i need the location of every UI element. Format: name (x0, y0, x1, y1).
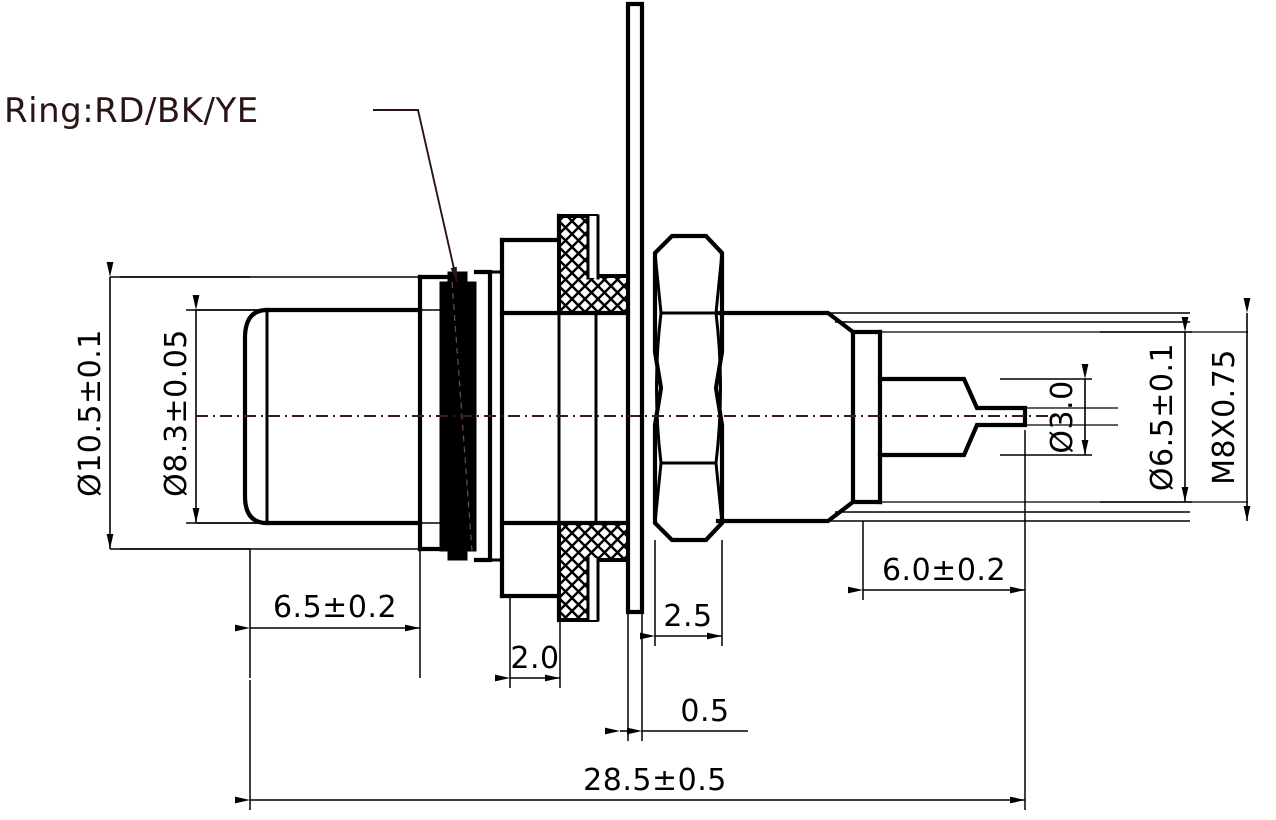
dim-len-6-0-ext (862, 430, 1026, 600)
hex-nut (652, 233, 725, 543)
dim-len-28-5: 28.5±0.5 (235, 600, 1026, 810)
hex-chamfer-tl (653, 251, 663, 315)
hex-chamfer-bl (653, 461, 663, 525)
barrel-bottom-step (499, 593, 562, 623)
dim-len-2-0: 2.0 (495, 596, 561, 688)
dim-len-2-5: 2.5 (640, 540, 723, 646)
dim-label-thread-m8: M8X0.75 (1207, 349, 1242, 485)
hex-waist-right (714, 311, 722, 465)
dim-len-2-0-ext (509, 596, 561, 688)
dim-label-dia-6-5: Ø6.5±0.1 (1145, 343, 1180, 491)
right-pin-assembly (715, 310, 1248, 524)
dim-len-0-5: 0.5 (605, 612, 748, 741)
hex-chamfer-tr (714, 251, 724, 315)
dim-dia-6-5-ext (1100, 331, 1192, 503)
thread-slot-lower (588, 558, 598, 620)
dim-label-dia-10-5: Ø10.5±0.1 (73, 329, 108, 497)
dim-len-0-5-ext (627, 612, 643, 741)
thread-slot-upper (588, 216, 598, 278)
dim-dia-10-5-ext (110, 276, 250, 550)
dim-label-len-2-5: 2.5 (663, 599, 712, 634)
dim-dia-3-0: Ø3.0 (1000, 364, 1092, 456)
dim-label-len-6-0: 6.0±0.2 (882, 553, 1006, 588)
dim-dia-6-5: Ø6.5±0.1 (1100, 317, 1192, 503)
ring-note-leader (373, 109, 458, 283)
shell-body-lines (264, 307, 423, 526)
dim-label-len-2-0: 2.0 (510, 641, 559, 676)
dim-thread-m8: M8X0.75 (1207, 298, 1251, 521)
dim-dia-3-0-ext (1000, 378, 1092, 456)
dim-label-dia-8-3: Ø8.3±0.05 (159, 329, 194, 497)
dim-dia-8-3: Ø8.3±0.05 (159, 295, 280, 524)
dim-len-6-5-ext (249, 549, 421, 678)
center-pin-outline (877, 376, 1028, 458)
dim-len-6-0: 6.0±0.2 (848, 430, 1026, 600)
hex-waist-left (655, 311, 663, 465)
dim-label-dia-3-0: Ø3.0 (1045, 380, 1080, 453)
dim-dia-8-3-ext (196, 309, 280, 524)
thread-slot-edges-upper (586, 214, 600, 280)
o-ring-fill (439, 271, 477, 561)
ring-annotation: Ring:RD/BK/YE (4, 91, 458, 283)
ring-note-label: Ring:RD/BK/YE (4, 91, 259, 131)
dim-label-len-0-5: 0.5 (680, 694, 729, 729)
connector-geometry (120, 1, 1248, 623)
dim-len-28-5-ext (249, 600, 1026, 810)
thread-slot-edges-lower (586, 556, 600, 622)
dim-len-6-5: 6.5±0.2 (235, 549, 421, 678)
dim-len-2-5-ext (654, 540, 723, 646)
dim-label-len-6-5: 6.5±0.2 (273, 590, 397, 625)
panel-mount-barrel (499, 213, 631, 623)
dim-label-len-28-5: 28.5±0.5 (583, 763, 727, 798)
shell-collar-back-lip (488, 270, 504, 562)
barrel-top-step (499, 213, 562, 243)
dim-dia-10-5: Ø10.5±0.1 (73, 262, 250, 550)
dimension-annotations: Ø10.5±0.1 Ø8.3±0.05 Ø3.0 Ø6.5±0.1 M8X0.7… (73, 262, 1251, 810)
hex-chamfer-br (714, 461, 724, 525)
